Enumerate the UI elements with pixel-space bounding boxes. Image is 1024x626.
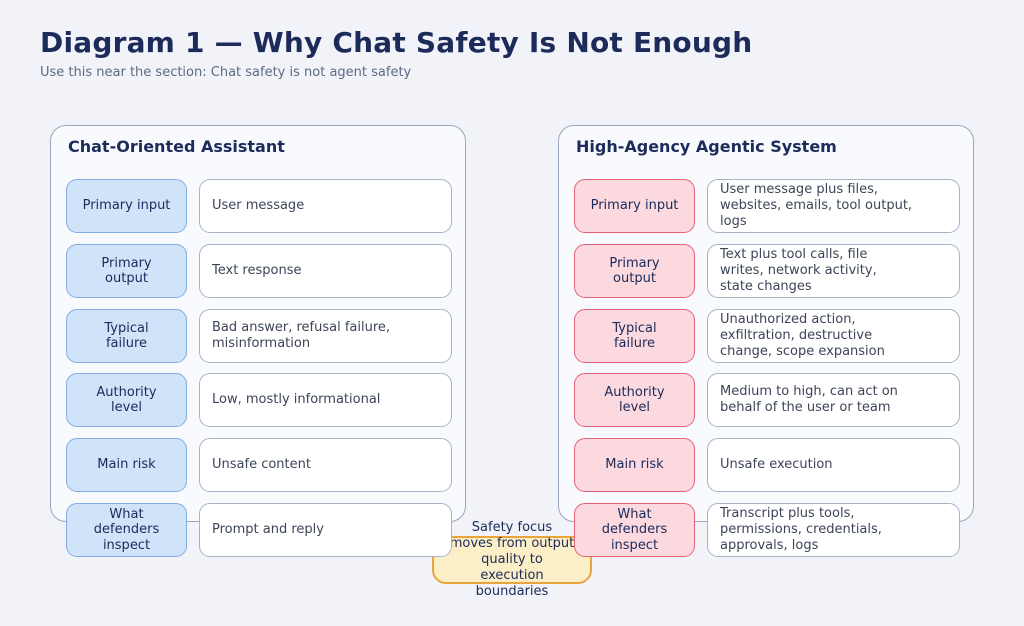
page-title: Diagram 1 — Why Chat Safety Is Not Enoug… (40, 26, 753, 59)
agentic-row-main-risk: Main risk Unsafe execution (574, 438, 960, 492)
chat-row-typical-failure: Typical failure Bad answer, refusal fail… (66, 309, 452, 363)
chat-label-authority-level: Authority level (66, 373, 187, 427)
agentic-value-main-risk: Unsafe execution (707, 438, 960, 492)
panel-agentic-title: High-Agency Agentic System (576, 137, 837, 156)
chat-row-main-risk: Main risk Unsafe content (66, 438, 452, 492)
chat-row-authority-level: Authority level Low, mostly informationa… (66, 373, 452, 427)
agentic-row-authority-level: Authority level Medium to high, can act … (574, 373, 960, 427)
agentic-row-primary-output: Primary output Text plus tool calls, fil… (574, 244, 960, 298)
agentic-value-defenders-inspect: Transcript plus tools, permissions, cred… (707, 503, 960, 557)
chat-label-primary-input: Primary input (66, 179, 187, 233)
panel-chat-title: Chat-Oriented Assistant (68, 137, 285, 156)
agentic-value-typical-failure: Unauthorized action, exfiltration, destr… (707, 309, 960, 363)
agentic-row-typical-failure: Typical failure Unauthorized action, exf… (574, 309, 960, 363)
agentic-value-primary-input: User message plus files, websites, email… (707, 179, 960, 233)
chat-value-primary-input: User message (199, 179, 452, 233)
chat-row-primary-input: Primary input User message (66, 179, 452, 233)
safety-focus-callout: Safety focus moves from output quality t… (432, 520, 592, 599)
chat-row-defenders-inspect: What defenders inspect Prompt and reply (66, 503, 452, 557)
chat-label-typical-failure: Typical failure (66, 309, 187, 363)
agentic-label-primary-input: Primary input (574, 179, 695, 233)
chat-label-primary-output: Primary output (66, 244, 187, 298)
agentic-label-typical-failure: Typical failure (574, 309, 695, 363)
page-subtitle: Use this near the section: Chat safety i… (40, 65, 412, 80)
chat-row-primary-output: Primary output Text response (66, 244, 452, 298)
panel-chat-oriented-assistant: Chat-Oriented Assistant Primary input Us… (50, 125, 466, 557)
chat-value-typical-failure: Bad answer, refusal failure, misinformat… (199, 309, 452, 363)
agentic-value-primary-output: Text plus tool calls, file writes, netwo… (707, 244, 960, 298)
agentic-value-authority-level: Medium to high, can act on behalf of the… (707, 373, 960, 427)
chat-value-main-risk: Unsafe content (199, 438, 452, 492)
agentic-label-defenders-inspect: What defenders inspect (574, 503, 695, 557)
agentic-row-defenders-inspect: What defenders inspect Transcript plus t… (574, 503, 960, 557)
agentic-label-authority-level: Authority level (574, 373, 695, 427)
chat-value-primary-output: Text response (199, 244, 452, 298)
chat-value-defenders-inspect: Prompt and reply (199, 503, 452, 557)
agentic-row-primary-input: Primary input User message plus files, w… (574, 179, 960, 233)
agentic-label-main-risk: Main risk (574, 438, 695, 492)
chat-label-defenders-inspect: What defenders inspect (66, 503, 187, 557)
chat-value-authority-level: Low, mostly informational (199, 373, 452, 427)
panel-high-agency-agentic-system: High-Agency Agentic System Primary input… (558, 125, 974, 557)
agentic-label-primary-output: Primary output (574, 244, 695, 298)
chat-label-main-risk: Main risk (66, 438, 187, 492)
